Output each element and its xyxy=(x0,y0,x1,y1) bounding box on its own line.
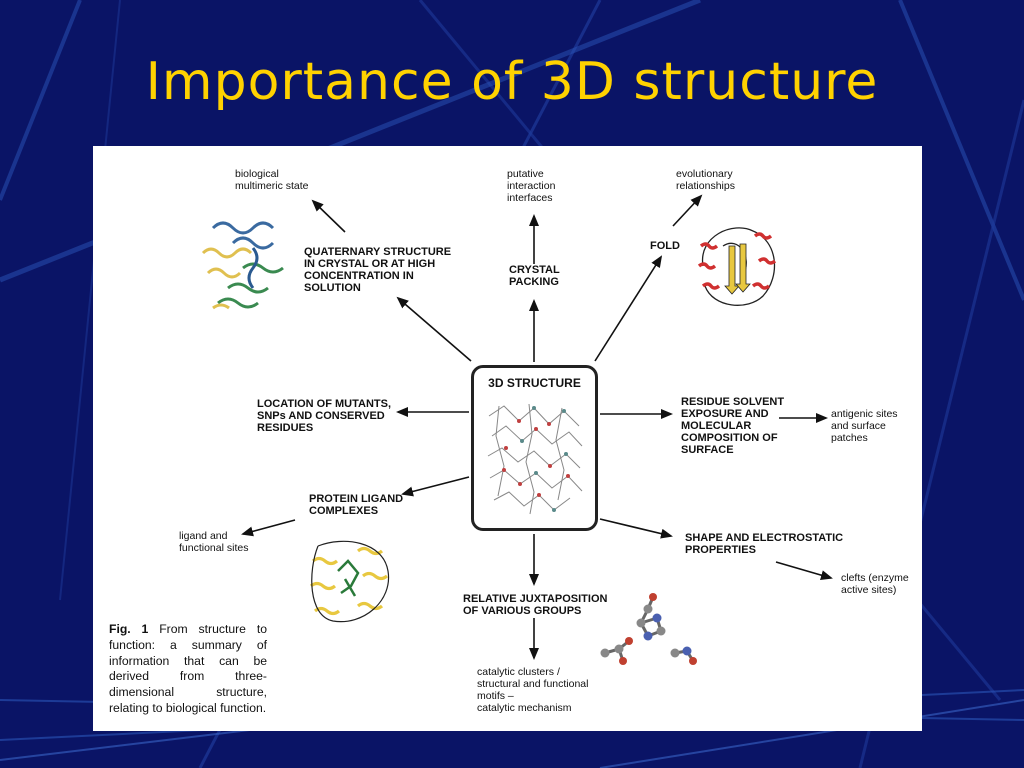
label-catalytic: catalytic clusters / structural and func… xyxy=(477,666,589,714)
figure-caption: Fig. 1 From structure to function: a sum… xyxy=(109,622,267,717)
label-mutants: LOCATION OF MUTANTS, SNPs AND CONSERVED … xyxy=(257,398,392,434)
atom-model-icon xyxy=(600,593,697,665)
label-putative: putative interaction interfaces xyxy=(507,168,556,204)
multimer-protein-icon xyxy=(201,221,284,310)
label-crystal: CRYSTAL PACKING xyxy=(509,264,560,288)
label-clefts: clefts (enzyme active sites) xyxy=(841,572,909,596)
center-structure-box: 3D STRUCTURE xyxy=(471,365,598,531)
label-fold: FOLD xyxy=(650,240,680,252)
arrow-clefts xyxy=(775,561,833,581)
protein-ligand-icon xyxy=(309,540,390,623)
arrow-ligand xyxy=(401,476,470,497)
caption-label: Fig. 1 xyxy=(109,622,149,636)
arrow-shape xyxy=(599,518,673,539)
arrows-layer xyxy=(241,194,833,660)
arrow-evolutionary xyxy=(672,194,703,227)
arrow-ligand-sites xyxy=(241,519,296,537)
arrow-fold xyxy=(594,255,663,362)
label-evolutionary: evolutionary relationships xyxy=(676,168,735,192)
label-biological: biological multimeric state xyxy=(235,168,309,192)
figure-panel: 3D STRUCTURE xyxy=(93,146,922,731)
label-quaternary: QUATERNARY STRUCTURE IN CRYSTAL OR AT HI… xyxy=(304,246,452,294)
label-shape: SHAPE AND ELECTROSTATIC PROPERTIES xyxy=(685,532,844,556)
fold-protein-icon xyxy=(697,227,777,306)
slide-title: Importance of 3D structure xyxy=(145,52,879,112)
label-juxtaposition: RELATIVE JUXTAPOSITION OF VARIOUS GROUPS xyxy=(463,593,608,617)
label-solvent: RESIDUE SOLVENT EXPOSURE AND MOLECULAR C… xyxy=(681,396,785,456)
label-antigenic: antigenic sites and surface patches xyxy=(831,408,898,444)
caption-text: From structure to function: a summary of… xyxy=(109,622,267,715)
label-ligand-sites: ligand and functional sites xyxy=(179,530,249,554)
label-ligand: PROTEIN LIGAND COMPLEXES xyxy=(309,493,404,517)
arrow-biological xyxy=(311,199,346,233)
center-label: 3D STRUCTURE xyxy=(488,376,581,390)
3d-structure-icon xyxy=(487,403,583,515)
arrow-quaternary xyxy=(396,296,472,362)
